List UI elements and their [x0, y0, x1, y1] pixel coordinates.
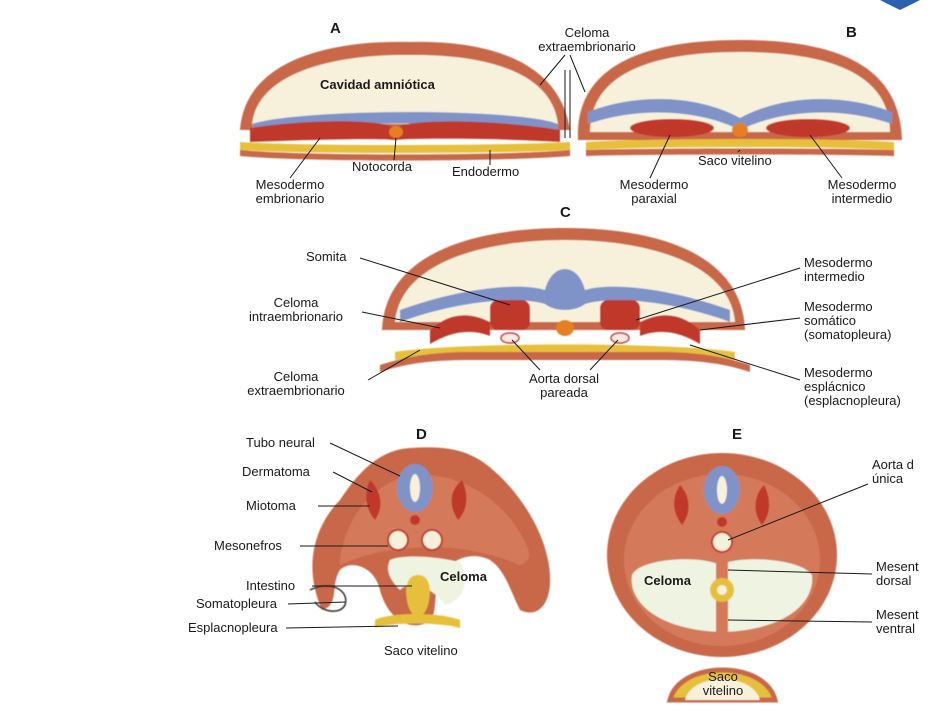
panel-a-diagram — [240, 42, 570, 161]
panel-e-gut-lumen — [717, 585, 727, 595]
label-somita: Somita — [306, 250, 346, 264]
label-celoma-intraembrionario: Celoma intraembrionario — [226, 296, 366, 324]
leader-mesodermo-esplacnico — [690, 345, 800, 380]
panel-label-c: C — [560, 206, 571, 220]
label-cavidad-amniotica: Cavidad amniótica — [320, 78, 435, 92]
label-mesodermo-intermedio-c: Mesodermo intermedio — [804, 256, 873, 284]
panel-label-a: A — [330, 22, 341, 36]
panel-c-aorta-left — [501, 333, 519, 343]
panel-c-somite-right — [600, 300, 640, 330]
panel-label-d: D — [416, 428, 427, 442]
leader-celoma-a — [540, 55, 565, 85]
label-mesodermo-embrionario: Mesodermo embrionario — [240, 178, 340, 206]
panel-a-notochord — [389, 126, 403, 138]
label-aorta-dorsal-unica: Aorta d única — [872, 458, 914, 486]
label-dermatoma: Dermatoma — [242, 465, 310, 479]
panel-c-notochord — [556, 320, 574, 336]
label-saco-vitelino-e: Saco vitelino — [686, 670, 760, 698]
label-notocorda: Notocorda — [352, 160, 412, 174]
panel-label-e: E — [732, 428, 742, 442]
panel-c-yolk-wall — [380, 352, 750, 372]
panel-b-notochord — [732, 123, 748, 137]
label-celoma-extraembrionario-c: Celoma extraembrionario — [226, 370, 366, 398]
panel-b-paraxial-left — [630, 119, 714, 137]
panel-d-notochord — [410, 515, 420, 525]
label-mesodermo-intermedio-b: Mesodermo intermedio — [812, 178, 912, 206]
panel-b-endoderm — [586, 139, 894, 150]
label-mesonefros: Mesonefros — [214, 539, 282, 553]
panel-label-b: B — [846, 26, 857, 40]
panel-d-mesonephros-left — [388, 530, 408, 550]
corner-mark — [860, 0, 930, 12]
label-celoma-extraembrionario-top: Celoma extraembrionario — [522, 26, 652, 54]
label-mesodermo-esplacnico: Mesodermo esplácnico (esplacnopleura) — [804, 366, 901, 408]
panel-a-endoderm — [240, 142, 570, 153]
panel-e-neural-canal — [717, 476, 727, 504]
leader-celoma-extra-c — [368, 350, 420, 380]
label-mesent-ventral: Mesent ventral — [876, 608, 919, 636]
label-mesodermo-paraxial: Mesodermo paraxial — [606, 178, 702, 206]
label-tubo-neural: Tubo neural — [246, 436, 315, 450]
label-saco-vitelino-b: Saco vitelino — [698, 154, 772, 168]
label-saco-vitelino-d: Saco vitelino — [384, 644, 458, 658]
panel-c-aorta-right — [611, 333, 629, 343]
panel-d-diagram — [310, 447, 550, 628]
leader-esplacnopleura — [286, 626, 398, 628]
label-celoma-d: Celoma — [440, 570, 487, 584]
panel-d-neural-canal — [410, 474, 420, 502]
label-celoma-e: Celoma — [644, 574, 691, 588]
panel-c-diagram — [380, 228, 750, 372]
label-mesodermo-somatico: Mesodermo somático (somatopleura) — [804, 300, 891, 342]
panel-e-aorta — [712, 532, 732, 552]
panel-b-diagram — [578, 40, 902, 156]
label-intestino: Intestino — [246, 579, 295, 593]
label-somatopleura: Somatopleura — [196, 597, 277, 611]
label-mesent-dorsal: Mesent dorsal — [876, 560, 919, 588]
panel-b-paraxial-right — [766, 119, 850, 137]
label-esplacnopleura: Esplacnopleura — [188, 621, 278, 635]
label-miotoma: Miotoma — [246, 499, 296, 513]
leader-celoma-b — [570, 55, 585, 92]
label-endodermo: Endodermo — [452, 165, 519, 179]
label-aorta-dorsal-pareada: Aorta dorsal pareada — [506, 372, 622, 400]
panel-e-notochord — [717, 517, 727, 527]
panel-e-diagram — [607, 453, 837, 700]
panel-d-mesonephros-right — [422, 530, 442, 550]
